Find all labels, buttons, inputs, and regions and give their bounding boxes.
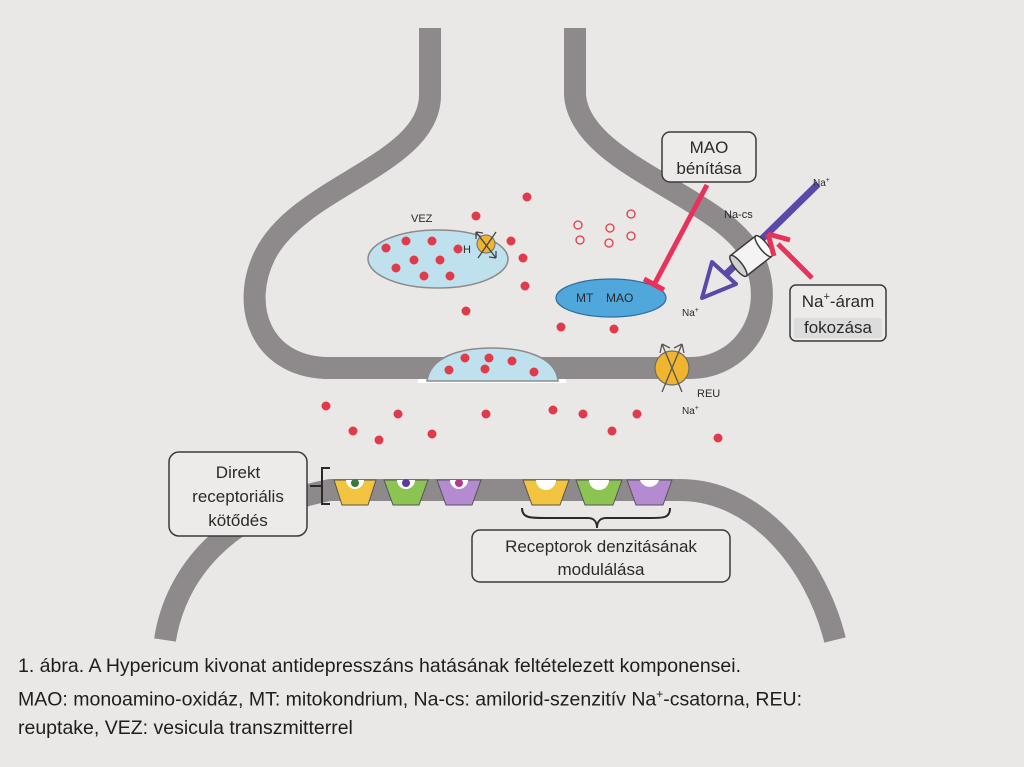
box-direkt: [168, 451, 308, 537]
label-na-reu: Na+: [682, 405, 699, 417]
label-na-top: Na+: [813, 177, 830, 189]
label-na-cs: Na-cs: [724, 209, 753, 221]
na-enhance-arrowhead: [765, 231, 791, 257]
mao-inhibition-bar: [642, 276, 666, 293]
fusing-vesicle-transmitters: [444, 353, 539, 377]
caption-line-3: reuptake, VEZ: vesicula transzmitterrel: [18, 716, 353, 739]
na-channel-arrowhead: [700, 260, 738, 300]
label-mt: MT: [576, 291, 594, 305]
mitochondrion: [555, 278, 667, 318]
box-na-aram-line1: Na+-áram: [802, 291, 875, 311]
cleft-transmitters: [321, 401, 723, 445]
box-mao-line1: MAO: [690, 138, 729, 157]
na-enhance-line: [776, 242, 814, 280]
box-direkt-line1: Direkt: [216, 463, 261, 482]
box-mao-benitasa: [661, 131, 757, 183]
receptorok-brace: [521, 507, 671, 529]
box-receptorok: [471, 529, 731, 583]
box-na-aram-inner: [794, 318, 882, 338]
label-reu: REU: [697, 388, 720, 400]
box-direkt-line2: receptoriális: [192, 487, 284, 506]
na-channel: [729, 234, 773, 278]
receptor-purple-left: [436, 479, 482, 506]
receptor-purple-right: [626, 479, 673, 506]
receptor-green-left: [383, 479, 429, 506]
vesicle-transmitters: [381, 236, 463, 281]
figure-caption: 1. ábra. A Hypericum kivonat antidepress…: [18, 652, 1008, 742]
box-direkt-line3: kötődés: [208, 511, 268, 530]
receptor-yellow-right: [522, 479, 570, 506]
label-mao-mito: MAO: [606, 291, 633, 305]
box-receptorok-line1: Receptorok denzitásának: [505, 537, 697, 556]
receptor-green-right: [575, 479, 623, 506]
box-mao-line2: bénítása: [676, 159, 742, 178]
label-vez: VEZ: [411, 213, 433, 225]
box-receptorok-line2: modulálása: [558, 560, 645, 579]
fusing-vesicle: [426, 347, 559, 382]
box-na-aram-line2: fokozása: [804, 318, 873, 337]
cytoplasmic-transmitters: [461, 192, 619, 334]
reuptake-arrows-icon: [659, 343, 685, 393]
metabolite-circles: [573, 209, 636, 248]
label-na-mid: Na+: [682, 307, 699, 319]
receptor-yellow-left: [333, 479, 377, 506]
caption-line-2: MAO: monoamino-oxidáz, MT: mitokondrium,…: [18, 687, 802, 711]
pump-arrows-icon: [475, 231, 497, 259]
label-h: H: [463, 244, 471, 256]
direkt-bracket: [310, 467, 330, 505]
caption-line-1: 1. ábra. A Hypericum kivonat antidepress…: [18, 655, 742, 677]
mao-inhibition-line: [652, 183, 710, 285]
postsynaptic-membrane: [154, 479, 846, 643]
